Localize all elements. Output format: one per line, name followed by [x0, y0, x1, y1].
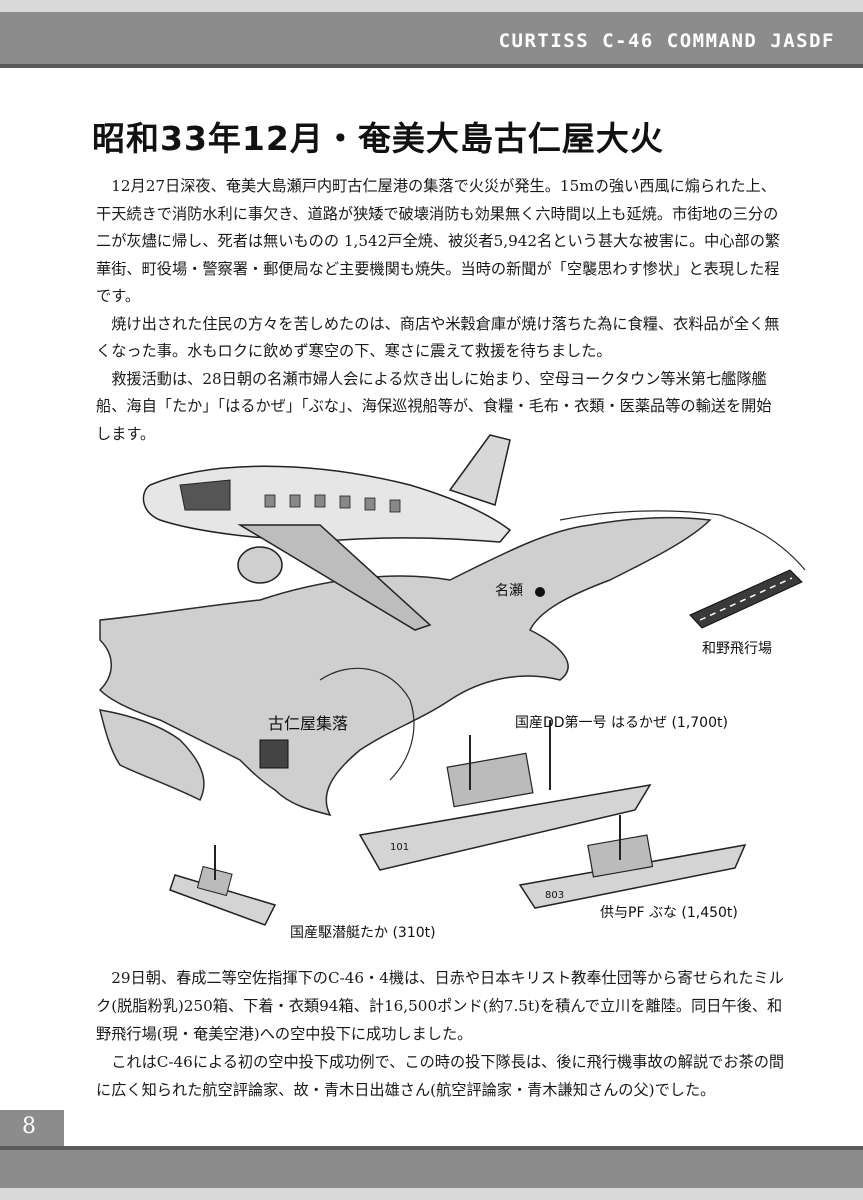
east-coast: [319, 667, 415, 781]
buna-hull-number: 803: [545, 890, 564, 901]
map-drawing: 101 803: [98, 434, 806, 926]
header-band: [0, 0, 863, 12]
label-wano-airfield: 和野飛行場: [702, 641, 772, 657]
label-buna: 供与PF ぶな (1,450t): [600, 905, 738, 921]
map-illustration: 101 803 名瀬 和野飛行場 古仁屋集落 国産DD第一号 はるかぜ (1,7…: [90, 430, 810, 950]
bottom-paragraph-1: 29日朝、春成二等空佐指揮下のC-46・4機は、日赤や日本キリスト教奉仕団等から…: [96, 969, 784, 1043]
harukaze-ship: 101: [358, 720, 652, 871]
wano-airfield: [689, 569, 803, 629]
label-harukaze: 国産DD第一号 はるかぜ (1,700t): [515, 715, 728, 731]
footer-bar: [0, 1146, 863, 1200]
buna-ship: 803: [518, 815, 747, 909]
southern-peninsula: [98, 709, 205, 802]
harukaze-hull-number: 101: [390, 842, 409, 853]
page-title: 昭和33年12月・奄美大島古仁屋大火: [92, 119, 664, 158]
header-title: CURTISS C-46 COMMAND JASDF: [498, 30, 835, 52]
label-taka: 国産駆潜艇たか (310t): [290, 925, 436, 941]
article-paragraph-1: 12月27日深夜、奄美大島瀬戸内町古仁屋港の集落で火災が発生。15mの強い西風に…: [96, 177, 781, 305]
article-body: 12月27日深夜、奄美大島瀬戸内町古仁屋港の集落で火災が発生。15mの強い西風に…: [96, 173, 782, 448]
article-paragraph-3: 救援活動は、28日朝の名瀬市婦人会による炊き出しに始まり、空母ヨークタウン等米第…: [96, 369, 772, 443]
naze-marker: [535, 587, 545, 597]
coast-line: [559, 510, 806, 571]
page-number: 8: [22, 1114, 36, 1139]
c46-aircraft: [142, 434, 512, 631]
taka-ship: [169, 845, 277, 926]
koniya-marker: [259, 739, 289, 769]
label-koniya: 古仁屋集落: [268, 714, 349, 733]
bottom-body: 29日朝、春成二等空佐指揮下のC-46・4機は、日赤や日本キリスト教奉仕団等から…: [96, 964, 786, 1104]
header-rule: [0, 64, 863, 68]
article-paragraph-2: 焼け出された住民の方々を苦しめたのは、商店や米穀倉庫が焼け落ちた為に食糧、衣料品…: [96, 314, 780, 361]
label-naze: 名瀬: [495, 583, 523, 599]
footer-band: [0, 1188, 863, 1200]
header-bar: CURTISS C-46 COMMAND JASDF: [0, 0, 863, 68]
island-shape: [98, 516, 712, 817]
footer-rule: [0, 1146, 863, 1150]
bottom-paragraph-2: これはC-46による初の空中投下成功例で、この時の投下隊長は、後に飛行機事故の解…: [96, 1053, 785, 1099]
page-number-tab: 8: [0, 1110, 64, 1146]
